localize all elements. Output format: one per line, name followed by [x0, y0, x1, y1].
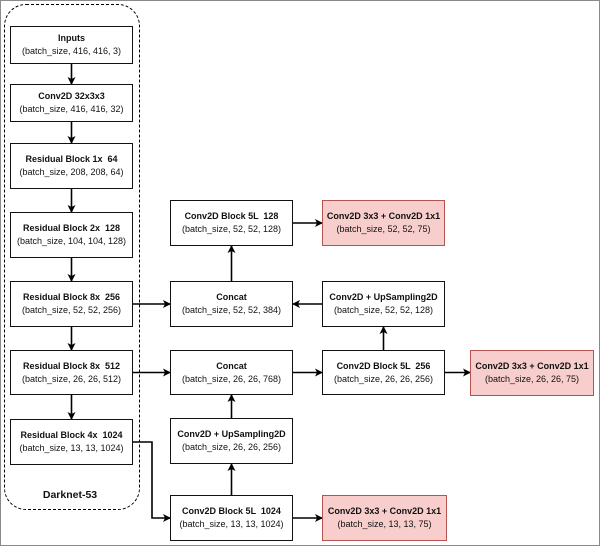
node-blk256: Conv2D Block 5L 256 (batch_size, 26, 26, …	[322, 350, 445, 395]
node-title: Concat	[216, 292, 247, 302]
node-blk128: Conv2D Block 5L 128 (batch_size, 52, 52, …	[170, 200, 293, 246]
node-up256: Conv2D + UpSampling2D (batch_size, 26, 26…	[170, 418, 293, 464]
node-res4: Residual Block 4x 1024 (batch_size, 13, 1…	[10, 419, 133, 465]
node-out26: Conv2D 3x3 + Conv2D 1x1 (batch_size, 26, …	[470, 350, 594, 396]
node-up128: Conv2D + UpSampling2D (batch_size, 52, 52…	[322, 281, 445, 327]
node-shape: (batch_size, 26, 26, 256)	[181, 442, 282, 452]
node-shape: (batch_size, 13, 13, 75)	[337, 519, 432, 529]
edge-res4-to-blk1024	[133, 441, 171, 522]
node-title: Conv2D + UpSampling2D	[329, 292, 438, 302]
node-res2: Residual Block 2x 128 (batch_size, 104, 1…	[10, 212, 133, 258]
node-title: Conv2D Block 5L 1024	[182, 506, 281, 516]
darknet-53-group	[4, 4, 140, 510]
node-title: Conv2D 32x3x3	[38, 91, 105, 101]
node-title: Conv2D 3x3 + Conv2D 1x1	[475, 361, 589, 371]
node-title: Concat	[216, 360, 247, 371]
node-title: Inputs	[58, 33, 85, 43]
node-shape: (batch_size, 52, 52, 128)	[333, 305, 434, 315]
node-blk1024: Conv2D Block 5L 1024 (batch_size, 13, 13,…	[170, 495, 293, 541]
node-res1: Residual Block 1x 64 (batch_size, 208, 20…	[10, 143, 133, 189]
node-out13: Conv2D 3x3 + Conv2D 1x1 (batch_size, 13, …	[322, 495, 447, 541]
node-title: Residual Block 4x 1024	[20, 430, 123, 440]
node-shape: (batch_size, 208, 208, 64)	[19, 167, 124, 177]
node-shape: (batch_size, 416, 416, 3)	[21, 46, 122, 56]
node-title: Conv2D Block 5L 128	[184, 211, 279, 221]
node-res8b: Residual Block 8x 512 (batch_size, 26, 26…	[10, 350, 133, 395]
node-title: Conv2D 3x3 + Conv2D 1x1	[326, 211, 441, 221]
node-shape: (batch_size, 13, 13, 1024)	[179, 519, 284, 529]
group-label: Darknet-53	[42, 489, 98, 501]
node-cat384: Concat (batch_size, 52, 52, 384)	[170, 281, 293, 327]
node-title: Residual Block 8x 256	[22, 292, 121, 302]
node-shape: (batch_size, 52, 52, 75)	[336, 224, 431, 234]
node-inputs: Inputs (batch_size, 416, 416, 3)	[10, 26, 133, 64]
node-title: Residual Block 8x 512	[22, 360, 121, 371]
node-shape: (batch_size, 26, 26, 75)	[484, 374, 580, 384]
node-title: Conv2D Block 5L 256	[336, 360, 431, 371]
node-conv32: Conv2D 32x3x3 (batch_size, 416, 416, 32)	[10, 84, 133, 122]
node-res8a: Residual Block 8x 256 (batch_size, 52, 52…	[10, 281, 133, 327]
node-title: Conv2D 3x3 + Conv2D 1x1	[327, 506, 442, 516]
node-cat768: Concat (batch_size, 26, 26, 768)	[170, 350, 293, 395]
node-shape: (batch_size, 416, 416, 32)	[19, 104, 124, 114]
node-title: Residual Block 1x 64	[25, 154, 118, 164]
node-shape: (batch_size, 52, 52, 256)	[21, 305, 122, 315]
node-title: Residual Block 2x 128	[22, 223, 121, 233]
node-title: Conv2D + UpSampling2D	[177, 429, 286, 439]
node-shape: (batch_size, 26, 26, 768)	[181, 373, 282, 384]
node-shape: (batch_size, 52, 52, 384)	[181, 305, 282, 315]
node-shape: (batch_size, 52, 52, 128)	[181, 224, 282, 234]
node-shape: (batch_size, 26, 26, 512)	[21, 373, 122, 384]
node-shape: (batch_size, 13, 13, 1024)	[19, 443, 124, 453]
node-shape: (batch_size, 26, 26, 256)	[333, 373, 434, 384]
node-out52: Conv2D 3x3 + Conv2D 1x1 (batch_size, 52, …	[322, 200, 445, 246]
node-shape: (batch_size, 104, 104, 128)	[16, 236, 127, 246]
